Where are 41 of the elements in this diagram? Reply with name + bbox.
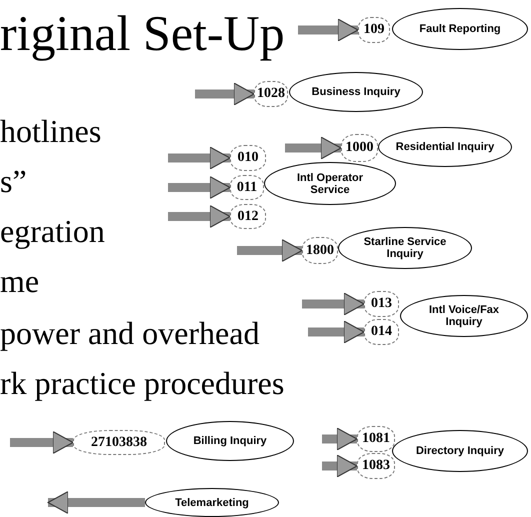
number-bubble: 013 [364, 291, 399, 317]
block-arrow [285, 136, 342, 160]
service-ellipse: Telemarketing [145, 488, 279, 517]
service-ellipse: Starline Service Inquiry [338, 227, 472, 269]
bullet-text: rk practice procedures [0, 364, 284, 402]
number-bubble: 1083 [357, 453, 395, 479]
service-ellipse: Business Inquiry [289, 72, 423, 112]
bullet-text: hotlines [0, 112, 102, 150]
service-ellipse: Intl Operator Service [264, 162, 396, 205]
block-arrow [237, 239, 302, 262]
number-bubble: 109 [358, 17, 390, 43]
number-bubble: 012 [230, 204, 266, 229]
block-arrow [168, 205, 230, 228]
number-bubble: 011 [230, 175, 264, 200]
bullet-text: me [0, 262, 40, 300]
service-ellipse: Billing Inquiry [166, 421, 294, 461]
block-arrow [195, 82, 254, 106]
number-bubble: 27103838 [73, 430, 165, 455]
block-arrow [168, 146, 230, 170]
number-bubble: 1000 [341, 134, 378, 162]
slide-title: riginal Set-Up [0, 4, 285, 62]
block-arrow [168, 176, 230, 199]
block-arrow [298, 18, 358, 42]
service-ellipse: Fault Reporting [392, 8, 528, 50]
service-ellipse: Intl Voice/Fax Inquiry [400, 295, 528, 337]
number-bubble: 1028 [254, 81, 288, 107]
number-bubble: 014 [364, 319, 399, 345]
bullet-text: power and overhead [0, 314, 260, 352]
block-arrow [322, 428, 358, 450]
service-ellipse: Residential Inquiry [378, 127, 512, 167]
number-bubble: 010 [230, 145, 266, 171]
number-bubble: 1081 [357, 426, 395, 452]
block-arrow [322, 454, 358, 478]
bullet-text: egration [0, 212, 105, 250]
block-arrow [308, 320, 364, 344]
block-arrow [10, 431, 74, 454]
number-bubble: 1800 [302, 237, 338, 264]
block-arrow [48, 491, 145, 514]
block-arrow [302, 292, 364, 316]
bullet-text: s” [0, 162, 27, 200]
service-ellipse: Directory Inquiry [392, 430, 528, 472]
